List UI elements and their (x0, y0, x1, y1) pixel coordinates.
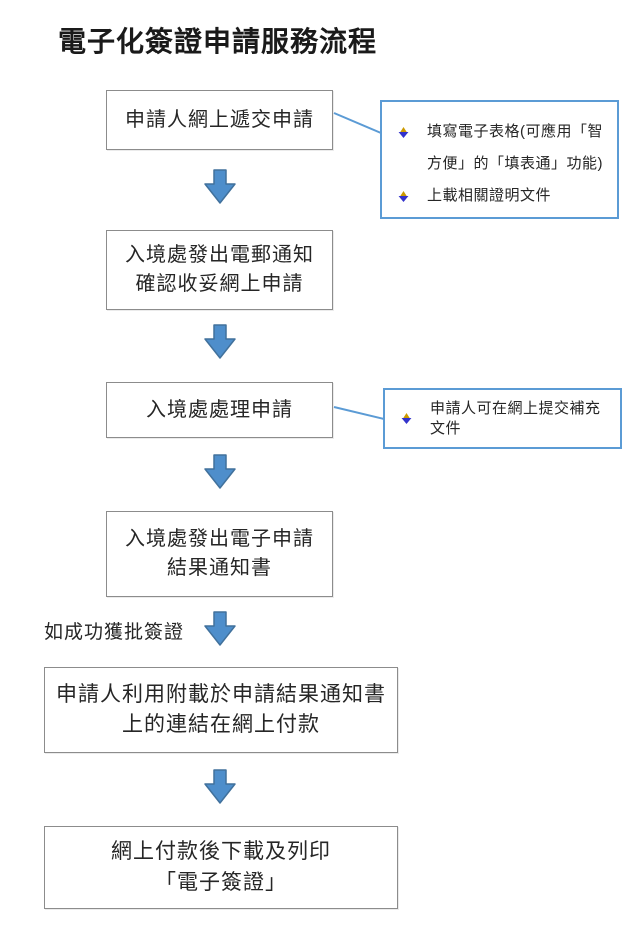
page-title: 電子化簽證申請服務流程 (58, 26, 378, 57)
step-box-online-payment: 申請人利用附載於申請結果通知書 上的連結在網上付款 (44, 667, 398, 753)
colored-bullet-icon (401, 413, 413, 424)
step-box-processing: 入境處處理申請 (106, 382, 333, 438)
note-text: 填寫電子表格(可應用「智方便」的「填表通」功能) (427, 123, 603, 172)
note-item: 申請人可在網上提交補充文件 (401, 399, 610, 438)
step-box-download-print: 網上付款後下載及列印 「電子簽證」 (44, 826, 398, 909)
note-item: 填寫電子表格(可應用「智方便」的「填表通」功能) (398, 116, 607, 180)
note-text: 申請人可在網上提交補充文件 (430, 400, 601, 437)
connector-line-submit-to-note (333, 112, 382, 134)
down-arrow-icon (204, 769, 236, 804)
step-text: 網上付款後下載及列印 (111, 840, 331, 864)
step-text: 入境處發出電子申請 (125, 528, 314, 550)
down-arrow-icon (204, 611, 236, 646)
step-text: 入境處發出電郵通知 (125, 244, 314, 266)
step-box-result-notification: 入境處發出電子申請 結果通知書 (106, 511, 333, 597)
branch-condition-label: 如成功獲批簽證 (44, 622, 185, 643)
step-box-submit-application: 申請人網上遞交申請 (106, 90, 333, 150)
step-text: 上的連結在網上付款 (122, 713, 320, 736)
note-item: 上載相關證明文件 (398, 180, 607, 212)
colored-bullet-icon (398, 180, 410, 212)
step-text: 申請人網上遞交申請 (125, 108, 314, 131)
connector-line-processing-to-note (333, 406, 385, 420)
step-box-email-acknowledgement: 入境處發出電郵通知 確認收妥網上申請 (106, 230, 333, 310)
down-arrow-icon (204, 324, 236, 359)
down-arrow-icon (204, 454, 236, 489)
note-box-supplementary-documents: 申請人可在網上提交補充文件 (383, 388, 622, 449)
step-text: 「電子簽證」 (155, 870, 287, 894)
colored-bullet-icon (398, 116, 410, 148)
step-text: 入境處處理申請 (146, 398, 293, 421)
down-arrow-icon (204, 169, 236, 204)
step-text: 結果通知書 (167, 557, 272, 579)
note-text: 上載相關證明文件 (427, 187, 552, 204)
note-box-submission-details: 填寫電子表格(可應用「智方便」的「填表通」功能) 上載相關證明文件 (380, 100, 619, 219)
step-text: 確認收妥網上申請 (135, 273, 304, 295)
step-text: 申請人利用附載於申請結果通知書 (56, 682, 386, 706)
